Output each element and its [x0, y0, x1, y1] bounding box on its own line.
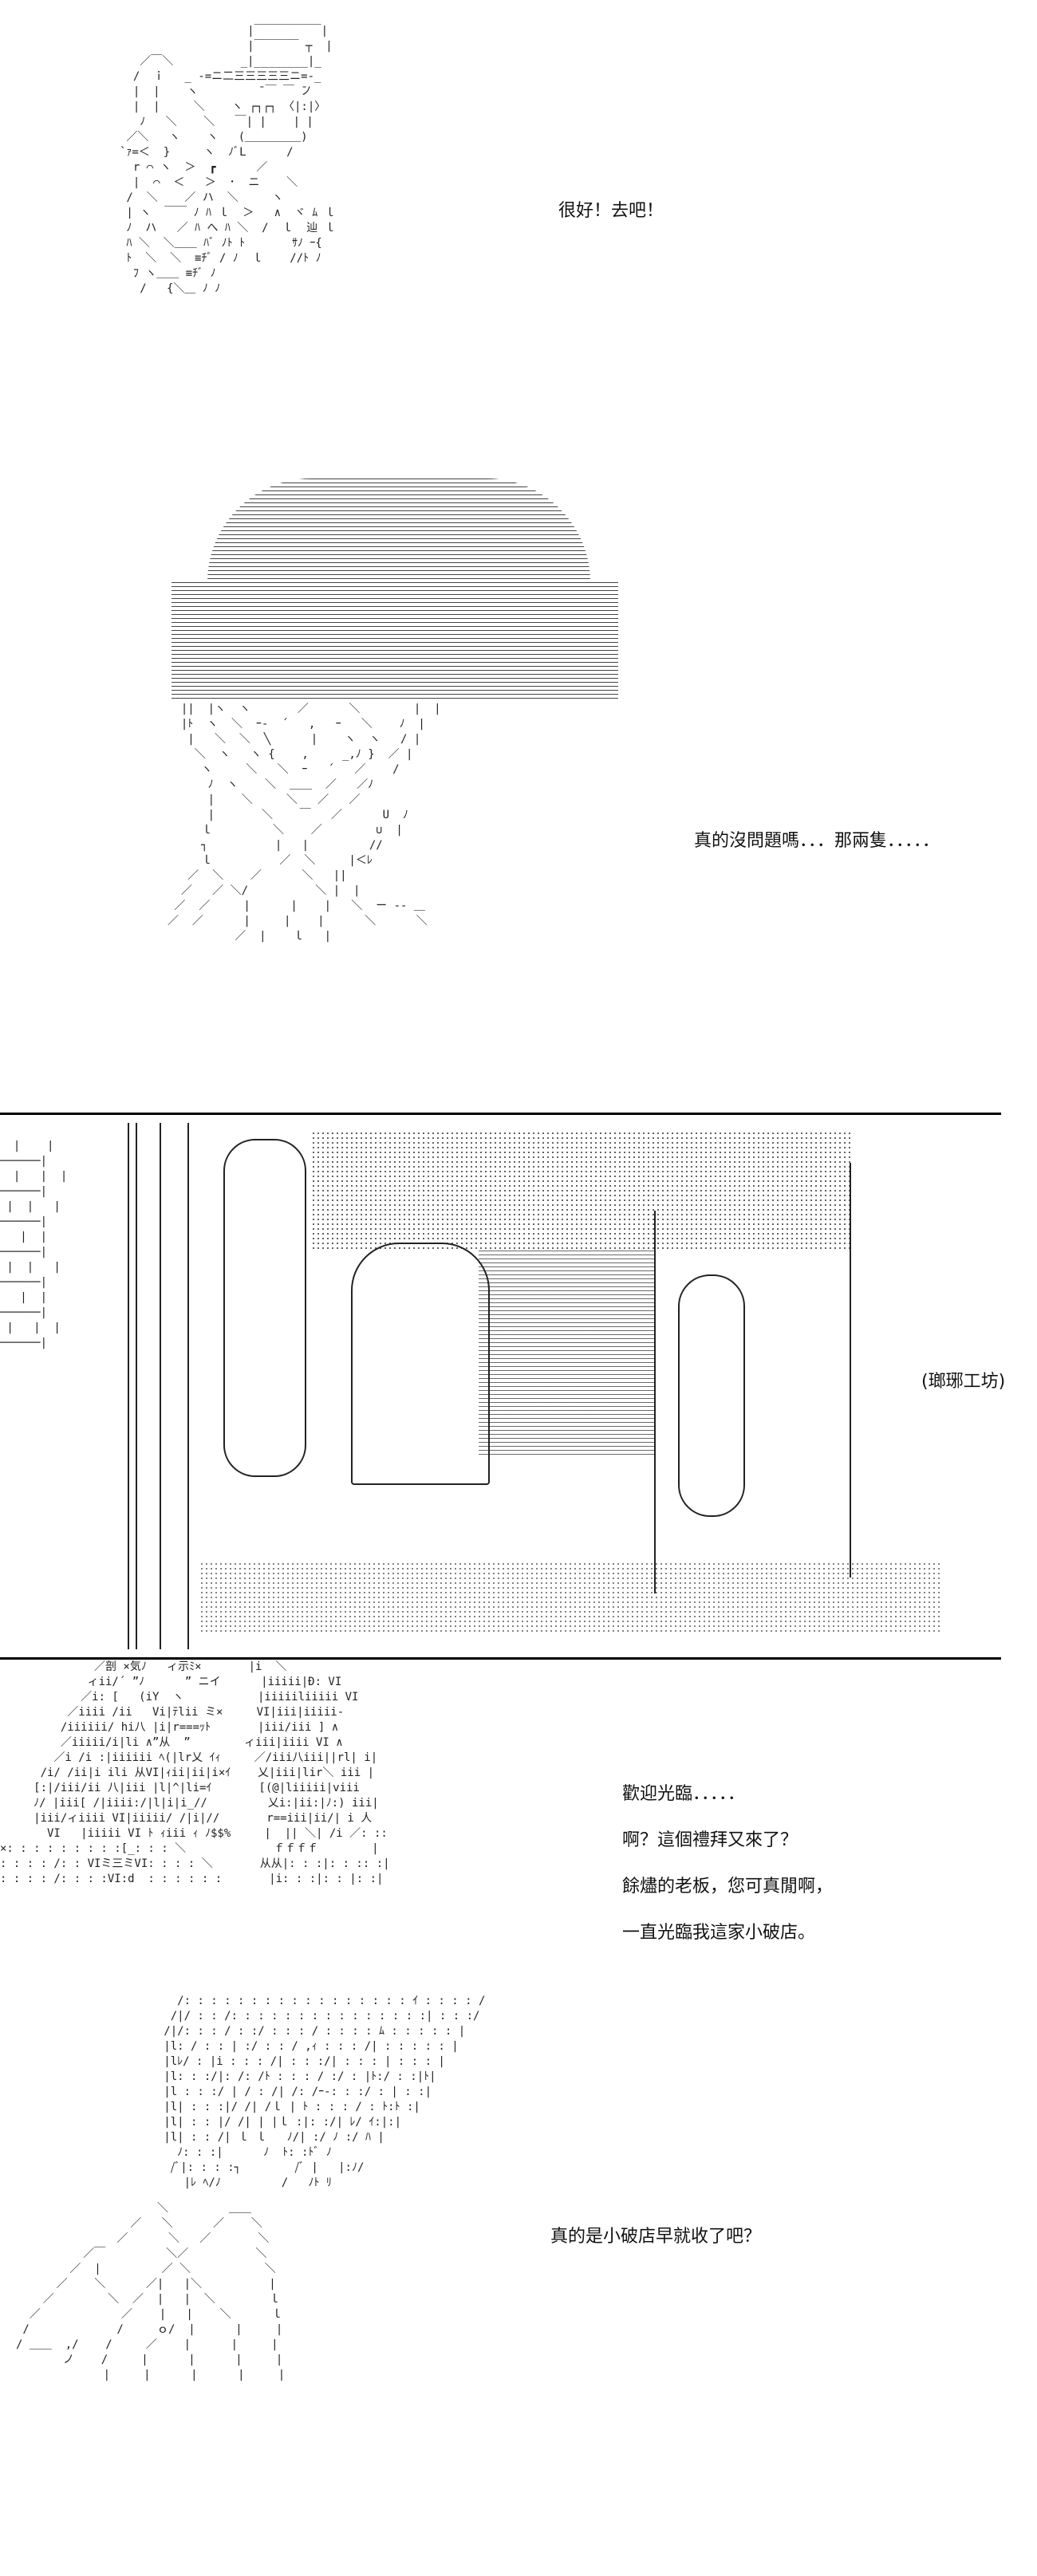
roof-texture — [311, 1131, 854, 1251]
panel-divider-bottom — [0, 1657, 1001, 1660]
ascii-art-figure-body: ＼ ＿＿ ／ ＼ ／ ＼ ／ ＼ ／ ＼ ／￣ ＼／ ＼ ／ | ／ ＼ ＼ ／… — [16, 2202, 286, 2381]
ascii-art-hat-figure: |￣￣￣￣￣￣| |￣￣￣￣ ┬ | ／￣＼ _|________|_ / ｉ … — [120, 25, 336, 295]
panel-1: |￣￣￣￣￣￣| |￣￣￣￣ ┬ | ／￣＼ _|________|_ / ｉ … — [0, 0, 1037, 447]
hair-shading-lower — [172, 582, 618, 702]
panel-3: | | ──────| | | | ──────| | | | ──────| … — [0, 1115, 1037, 1657]
pillar-4 — [187, 1123, 189, 1649]
caption-panel-1: 很好！去吧！ — [558, 199, 664, 223]
caption-line: 啊？這個禮拜又來了？ — [622, 1830, 798, 1850]
caption-line: 歡迎光臨．．．．． — [622, 1784, 746, 1804]
panel-2: || |ヽ ヽ ／ ＼ | | |ﾄ ヽ ＼ ｰ- ´ , ｰ ＼ ﾉ | | … — [0, 447, 1037, 1069]
panel-4: ／剖 ×気ﾉ ィ示ﾐ× |i ＼ ィii/´ ”ﾉ ” ニイ |iiiii|Ð:… — [0, 1660, 1037, 1979]
pillar-2 — [136, 1123, 137, 1649]
ascii-art-two-figures: ／剖 ×気ﾉ ィ示ﾐ× |i ＼ ィii/´ ”ﾉ ” ニイ |iiiii|Ð:… — [0, 1660, 390, 1885]
caption-line: (瑯琊工坊) — [921, 1372, 1006, 1392]
ascii-art-wall-bricks: | | ──────| | | | ──────| | | | ──────| … — [0, 1140, 68, 1349]
ground-texture — [199, 1562, 941, 1633]
right-window — [678, 1274, 745, 1517]
caption-panel-3: (瑯琊工坊) — [921, 1370, 1005, 1394]
right-pillar — [654, 1211, 656, 1593]
wall-shading — [479, 1251, 654, 1458]
ascii-art-boy: || |ヽ ヽ ／ ＼ | | |ﾄ ヽ ＼ ｰ- ´ , ｰ ＼ ﾉ | | … — [168, 703, 441, 943]
door-arch — [351, 1243, 490, 1485]
caption-panel-5: 真的是小破店早就收了吧？ — [550, 2225, 761, 2249]
caption-panel-4: 歡迎光臨．．．．． 啊？這個禮拜又來了？ 餘燼的老板，您可真閒啊， 一直光臨我這… — [622, 1771, 833, 1956]
pillar-1 — [128, 1123, 129, 1649]
caption-line: 真的是小破店早就收了吧？ — [550, 2227, 762, 2247]
panel-divider-top — [0, 1113, 1001, 1115]
pillar-3 — [160, 1123, 161, 1649]
caption-line: 一直光臨我這家小破店。 — [622, 1923, 816, 1943]
left-window — [223, 1139, 306, 1477]
caption-line: 餘燼的老板，您可真閒啊， — [622, 1877, 834, 1897]
hair-shading — [207, 479, 590, 582]
far-right-pillar — [850, 1163, 851, 1578]
caption-line: 很好！去吧！ — [558, 201, 664, 221]
panel-5: /: : : : : : : : : : : : : : : : : ｲ : :… — [0, 1986, 1037, 2576]
caption-panel-2: 真的沒問題嗎．．．那兩隻．．．．． — [694, 829, 940, 853]
ascii-art-figure-back: /: : : : : : : : : : : : : : : : : ｲ : :… — [164, 1995, 486, 2189]
caption-line: 真的沒問題嗎．．．那兩隻．．．．． — [694, 831, 940, 851]
